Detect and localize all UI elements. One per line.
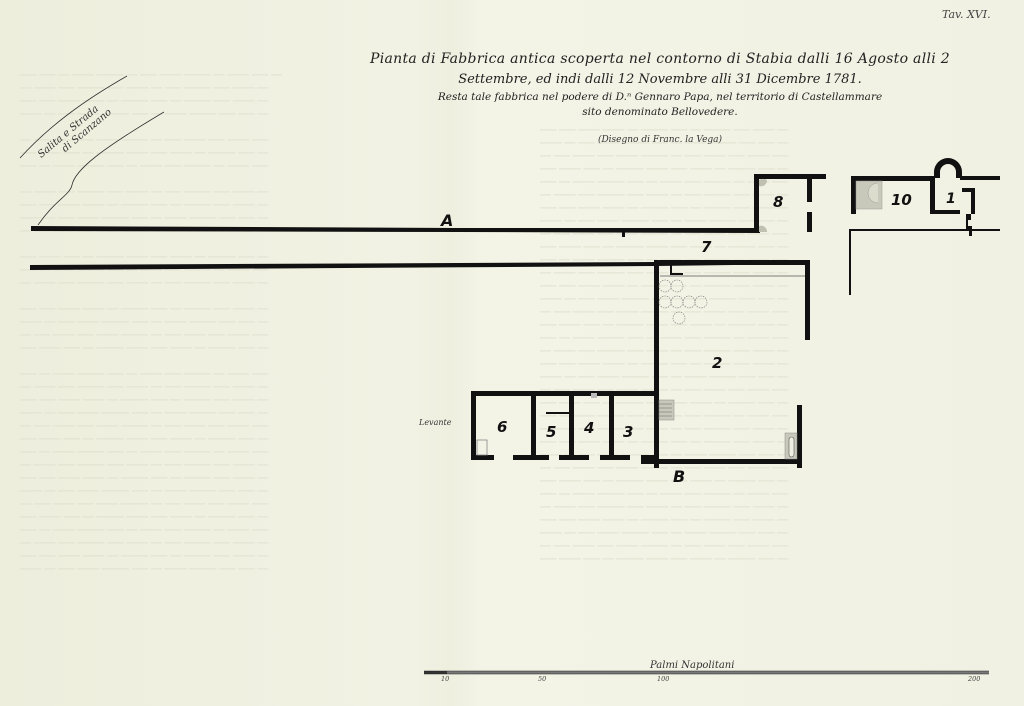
bleed-through-text-left: ─── ─── ── ──── ───── ── ─── ──── ───── … bbox=[20, 71, 282, 570]
drawing-credit: (Disegno di Franc. la Vega) bbox=[597, 135, 723, 145]
scale-tick-100: 100 bbox=[657, 675, 670, 683]
title-line-2: Settembre, ed indi dalli 12 Novembre all… bbox=[458, 72, 862, 87]
title-line-4: sito denominato Bellovedere. bbox=[582, 106, 738, 118]
room-label-5: 5 bbox=[546, 423, 556, 441]
column-bases bbox=[658, 279, 708, 325]
scale-tick-50: 50 bbox=[538, 675, 547, 683]
room-10-thin-wall bbox=[849, 229, 1000, 295]
walls bbox=[30, 158, 1000, 468]
room-label-7: 7 bbox=[701, 238, 712, 256]
point-label-a: A bbox=[439, 211, 453, 230]
corridor-wall-lower bbox=[30, 260, 810, 270]
room-label-4: 4 bbox=[583, 419, 594, 437]
scale-title: Palmi Napolitani bbox=[650, 660, 735, 671]
road-edge-upper bbox=[19, 75, 128, 159]
room-label-6: 6 bbox=[497, 418, 507, 436]
room-label-1: 1 bbox=[946, 191, 956, 207]
scale-tick-200: 200 bbox=[968, 675, 981, 683]
plate-number: Tav. XVI. bbox=[942, 8, 991, 21]
orientation-label: Levante bbox=[419, 418, 452, 427]
title-line-3: Resta tale fabbrica nel podere di D.ⁿ Ge… bbox=[437, 91, 883, 103]
room-labels: A B 1 2 3 4 5 6 7 8 10 bbox=[439, 191, 956, 486]
room-label-3: 3 bbox=[623, 423, 633, 441]
scale-bar bbox=[424, 670, 989, 675]
scale-tick-10: 10 bbox=[441, 675, 450, 683]
point-label-b: B bbox=[673, 467, 685, 486]
road-edge-lower bbox=[37, 111, 165, 226]
corridor-wall-upper bbox=[31, 226, 760, 233]
architectural-features bbox=[476, 178, 883, 460]
room-label-8: 8 bbox=[773, 193, 783, 211]
room-label-2: 2 bbox=[712, 354, 722, 372]
bleed-through-text-right: ─── ─── ──── ──── ── ───── ─── ── ───── … bbox=[540, 126, 789, 565]
room-label-10: 10 bbox=[891, 191, 912, 209]
title-line-1: Pianta di Fabbrica antica scoperta nel c… bbox=[370, 51, 950, 67]
